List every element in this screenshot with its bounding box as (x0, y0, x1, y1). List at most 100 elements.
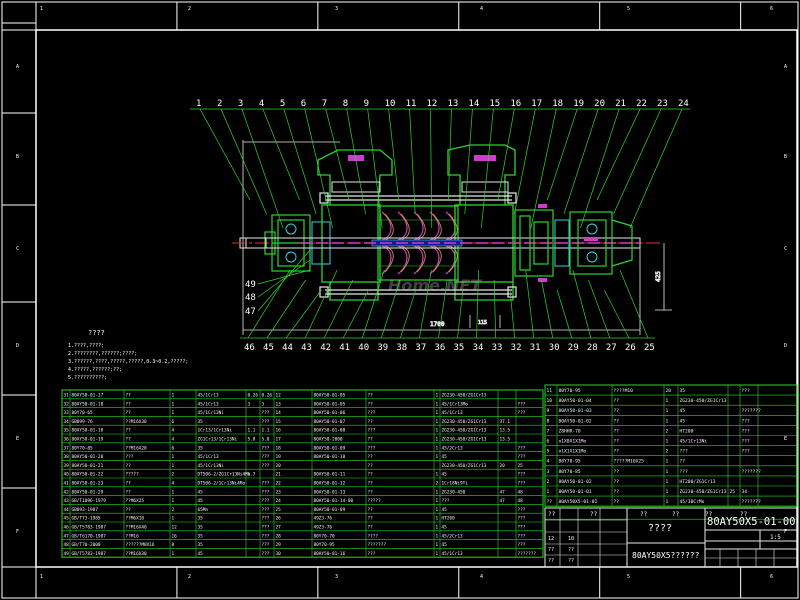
bom-left-cell: 49 (64, 551, 70, 557)
bom-right-cell: ?? (614, 408, 620, 414)
bom-left-cell: 1 (172, 551, 175, 557)
leader-bottom (476, 269, 479, 339)
bom-left-cell: GB899-76 (72, 419, 94, 425)
bom-right-cell: ?? (614, 489, 620, 495)
bom-left-cell: ?? (126, 410, 132, 416)
bom-left-cell: 45 (442, 454, 448, 460)
bom-right-cell: 1 (666, 459, 669, 465)
border-side-letter: F (784, 529, 787, 535)
callout-top-20: 20 (594, 99, 605, 109)
border-bottom-number: 6 (770, 574, 773, 580)
bom-left-cell: ??? (368, 445, 376, 451)
leader-bottom (572, 269, 592, 339)
callout-top-6: 6 (301, 99, 306, 109)
bom-left-cell: 45/1Cr13Mo (442, 401, 469, 407)
bom-left-cell: 80Y70-95 (314, 542, 336, 548)
bom-left-cell: 1 (436, 445, 439, 451)
callout-top-18: 18 (552, 99, 563, 109)
bom-left-cell: 13.5 (500, 428, 511, 434)
bom-right-cell: ??? (742, 418, 751, 424)
border-side-letter: D (16, 343, 19, 349)
bom-left-cell: 1 (436, 516, 439, 522)
bom-left-cell: 6 (172, 445, 175, 451)
callout-top-8: 8 (343, 99, 348, 109)
inner-frame (35, 29, 798, 568)
bom-left-cell: ZG230-450/ZG1Cr13 (442, 419, 487, 425)
title-block: ???? 80AY50X5-01-00 80AY50X5?????? 1:5 1… (544, 507, 798, 568)
bom-left-cell: 39 (64, 463, 70, 469)
bom-left-cell: 80AY50-01-13 (314, 489, 346, 495)
bom-left-cell: 1 (172, 454, 175, 460)
bom-left-cell: ??? (518, 516, 526, 522)
bom-right-cell: 7 (547, 428, 550, 434)
leader-bottom (304, 269, 338, 339)
bom-right-cell: 11 (547, 388, 553, 394)
impeller-shroud (448, 245, 458, 273)
bom-left-cell: 37 (64, 445, 70, 451)
bom-right-cell: 25 (730, 489, 736, 495)
callout-left-48: 48 (245, 293, 256, 303)
bom-left-cell: 80AY50-01-18 (72, 428, 104, 434)
bom-left-cell: ??? (262, 445, 270, 451)
bom-left-cell: ?? (368, 463, 374, 469)
bom-left-cell: 48 (518, 489, 524, 495)
bom-left-cell: ??M6X25 (126, 498, 145, 504)
callout-top-15: 15 (489, 99, 500, 109)
bom-left-cell: GB/T5783-1987 (72, 525, 107, 531)
leader-top (514, 108, 536, 215)
leader-top (480, 108, 494, 229)
border-bottom-number: 5 (627, 574, 630, 580)
bom-left-cell: 32 (64, 401, 70, 407)
bom-right-cell: ?? (614, 479, 620, 485)
leader-top (613, 108, 662, 215)
leader-bottom (509, 289, 516, 339)
bom-left-cell: ??? (262, 525, 270, 531)
bom-left-cell: 8 (172, 542, 175, 548)
leader-top (430, 108, 433, 229)
leader-bottom (381, 279, 401, 339)
bom-left-cell: 1 (172, 410, 175, 416)
bom-left-cell: 1 (172, 463, 175, 469)
bom-footer-header: ?? (548, 511, 556, 518)
bom-left-cell: ?? (126, 481, 132, 487)
bom-left-cell: 45 (198, 551, 204, 557)
bom-left-cell: 16 (172, 533, 178, 539)
bom-left-cell: 12 (172, 525, 178, 531)
border-side-letter: B (784, 154, 787, 160)
watermark-text: Home.NET (388, 276, 482, 295)
callout-bottom-33: 33 (492, 343, 503, 353)
bom-right-cell: 2 (547, 479, 550, 485)
callout-bottom-27: 27 (606, 343, 617, 353)
border-top-number: 5 (627, 6, 630, 12)
leader-top (241, 108, 284, 229)
impeller-shroud (432, 245, 442, 273)
bom-right-cell: 45 (680, 418, 686, 424)
bom-left-cell: ?? (368, 454, 374, 460)
bom-left-cell: 20 (276, 463, 282, 469)
bom-footer-header: ?? (640, 511, 648, 518)
leader-top (262, 108, 300, 201)
border-top-number: 6 (770, 6, 773, 12)
callout-top-10: 10 (385, 99, 396, 109)
bom-left-cell: 41 (64, 481, 70, 487)
note-line: 2.????????,??????;????; (68, 351, 137, 357)
bom-left-cell: 1 (436, 410, 439, 416)
impeller-shroud (416, 245, 426, 273)
bom-left-cell: ??? (518, 481, 526, 487)
bom-left-cell: 24 (276, 498, 282, 504)
bom-left-cell: 2 (172, 507, 175, 513)
bom-left-cell: 1 (436, 472, 439, 478)
bom-left-cell: ?? (368, 401, 374, 407)
callout-bottom-38: 38 (396, 343, 407, 353)
callout-left-47: 47 (245, 307, 256, 317)
bom-right-cell: ?? (614, 428, 620, 434)
impeller-shroud (384, 245, 394, 273)
bom-right-cell: ?? (614, 499, 620, 505)
leader-top (563, 108, 599, 215)
bom-left-cell: ??? (518, 410, 526, 416)
bom-left-cell: ????? (126, 472, 140, 478)
bom-left-cell: ??????? (518, 551, 537, 557)
bom-left-cell: ??M16X30 (126, 551, 148, 557)
bom-left-cell: ?? (368, 525, 374, 531)
